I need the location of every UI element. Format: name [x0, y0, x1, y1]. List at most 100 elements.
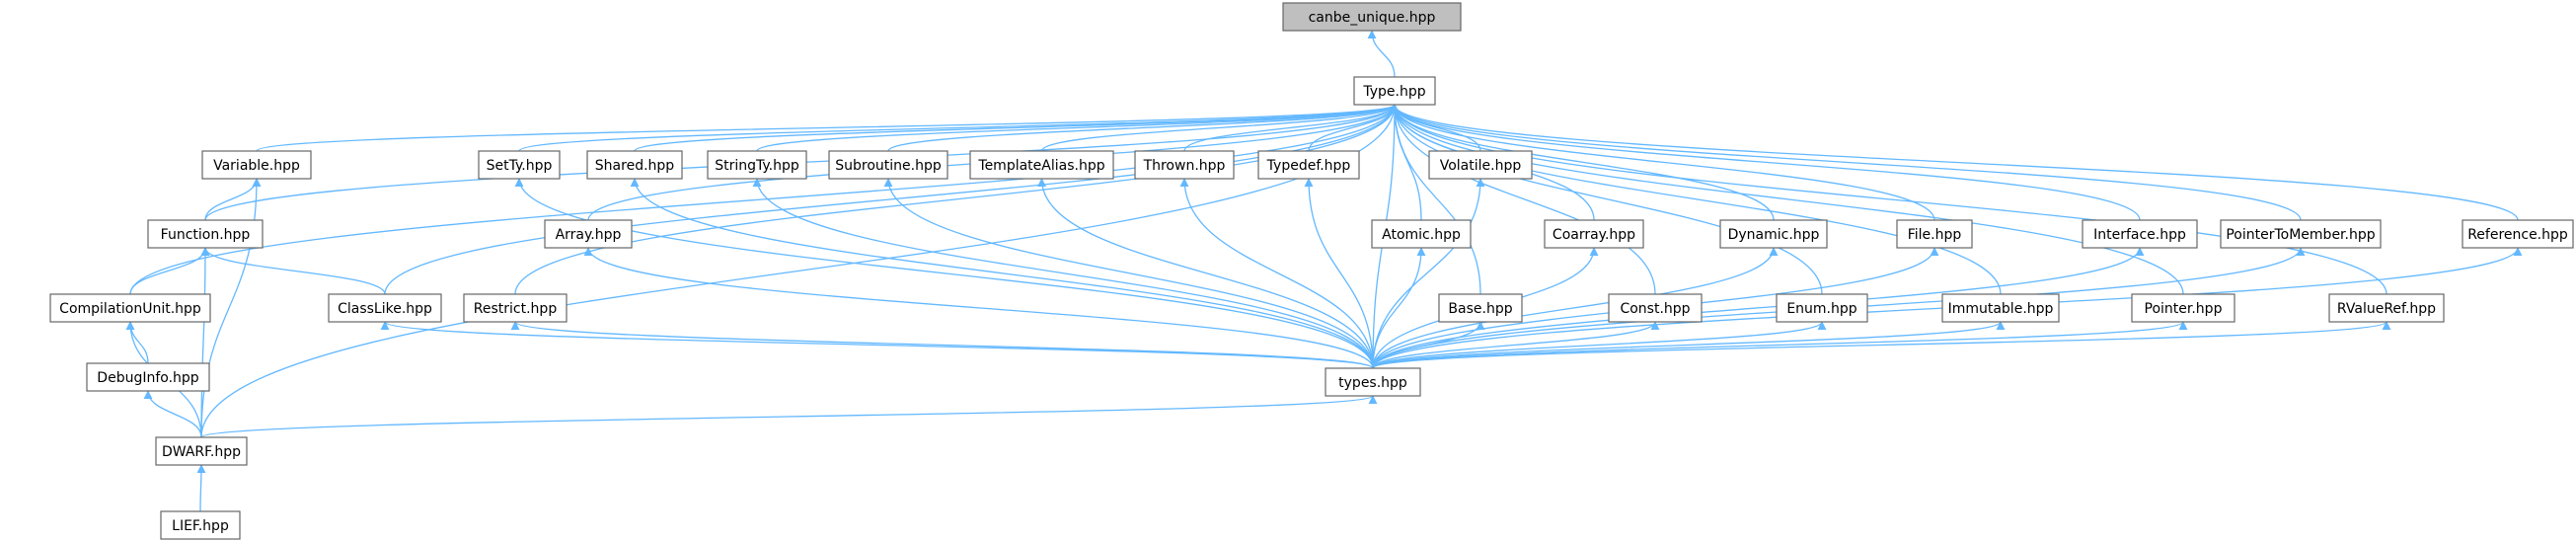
- node-label: Array.hpp: [556, 227, 622, 243]
- edge-dynamic-to-type: [1390, 104, 1775, 221]
- node-volatile[interactable]: Volatile.hpp: [1428, 150, 1533, 180]
- node-string-ty[interactable]: StringTy.hpp: [707, 150, 807, 180]
- node-set-ty[interactable]: SetTy.hpp: [478, 150, 561, 180]
- edge-interface-to-type: [1390, 104, 2141, 221]
- node-restrict[interactable]: Restrict.hpp: [463, 293, 568, 323]
- node-box: [1353, 76, 1436, 106]
- node-label: CompilationUnit.hpp: [59, 301, 201, 317]
- node-box: [1282, 2, 1462, 32]
- node-pointer-to-member[interactable]: PointerToMember.hpp: [2220, 219, 2382, 249]
- node-label: Base.hpp: [1448, 301, 1512, 317]
- edge-types-to-base: [1372, 321, 1485, 369]
- node-debug-info[interactable]: DebugInfo.hpp: [86, 362, 210, 392]
- node-label: canbe_unique.hpp: [1309, 10, 1436, 26]
- edge-thrown-to-type: [1183, 104, 1400, 152]
- node-label: Immutable.hpp: [1948, 301, 2054, 317]
- node-template-alias[interactable]: TemplateAlias.hpp: [969, 150, 1114, 180]
- edge-shared-to-type: [634, 104, 1400, 152]
- edge-base-to-type: [1390, 104, 1481, 295]
- node-canbe-unique: canbe_unique.hpp: [1282, 2, 1462, 32]
- node-coarray[interactable]: Coarray.hpp: [1544, 219, 1644, 249]
- node-immutable[interactable]: Immutable.hpp: [1941, 293, 2060, 323]
- node-label: Dynamic.hpp: [1728, 227, 1820, 243]
- node-interface[interactable]: Interface.hpp: [2082, 219, 2198, 249]
- edge-reference-to-type: [1390, 104, 2519, 221]
- node-enum[interactable]: Enum.hpp: [1776, 293, 1868, 323]
- edge-types-to-shared: [630, 178, 1374, 369]
- node-variable[interactable]: Variable.hpp: [201, 150, 312, 180]
- node-reference[interactable]: Reference.hpp: [2462, 219, 2574, 249]
- node-types[interactable]: types.hpp: [1325, 367, 1421, 397]
- node-function[interactable]: Function.hpp: [147, 219, 264, 249]
- edge-types-to-rvalue-ref: [1372, 321, 2391, 369]
- edge-lief-to-dwarf: [196, 464, 206, 512]
- node-box: [1544, 219, 1644, 249]
- node-label: Subroutine.hpp: [835, 158, 942, 174]
- node-lief[interactable]: LIEF.hpp: [160, 510, 241, 540]
- node-box: [2462, 219, 2574, 249]
- node-typedef[interactable]: Typedef.hpp: [1257, 150, 1360, 180]
- node-type[interactable]: Type.hpp: [1353, 76, 1436, 106]
- edge-dwarf-to-debug-info: [143, 390, 202, 438]
- edge-types-to-dynamic: [1372, 247, 1779, 369]
- node-box: [160, 510, 241, 540]
- edge-rvalue-ref-to-type: [1390, 104, 2387, 295]
- node-box: [1719, 219, 1828, 249]
- edge-types-to-interface: [1372, 247, 2145, 369]
- edge-types-to-template-alias: [1037, 178, 1374, 369]
- node-base[interactable]: Base.hpp: [1438, 293, 1523, 323]
- edge-pointer-to-type: [1390, 104, 2184, 295]
- edge-enum-to-type: [1390, 104, 1823, 295]
- node-label: Function.hpp: [161, 227, 251, 243]
- node-box: [463, 293, 568, 323]
- edge-class-like-to-type: [384, 104, 1400, 295]
- edge-types-to-enum: [1372, 321, 1827, 369]
- node-label: DebugInfo.hpp: [97, 370, 199, 386]
- edges-layer: [125, 30, 2523, 512]
- edge-debug-info-to-compilation-unit: [125, 321, 149, 364]
- node-dynamic[interactable]: Dynamic.hpp: [1719, 219, 1828, 249]
- node-box: [1325, 367, 1421, 397]
- node-box: [1896, 219, 1973, 249]
- node-box: [2131, 293, 2235, 323]
- node-box: [707, 150, 807, 180]
- node-label: PointerToMember.hpp: [2226, 227, 2375, 243]
- edge-types-to-string-ty: [752, 178, 1374, 369]
- edge-set-ty-to-type: [518, 104, 1400, 152]
- edge-compilation-unit-to-type: [129, 104, 1400, 295]
- node-box: [1776, 293, 1868, 323]
- node-label: Restrict.hpp: [474, 301, 558, 317]
- node-box: [1608, 293, 1703, 323]
- node-thrown[interactable]: Thrown.hpp: [1134, 150, 1235, 180]
- edge-immutable-to-type: [1390, 104, 2002, 295]
- node-subroutine[interactable]: Subroutine.hpp: [828, 150, 948, 180]
- node-compilation-unit[interactable]: CompilationUnit.hpp: [49, 293, 211, 323]
- node-const[interactable]: Const.hpp: [1608, 293, 1703, 323]
- node-class-like[interactable]: ClassLike.hpp: [328, 293, 442, 323]
- edge-types-to-atomic: [1372, 247, 1426, 369]
- node-box: [1134, 150, 1235, 180]
- node-label: StringTy.hpp: [715, 158, 799, 174]
- node-box: [155, 436, 248, 466]
- edge-types-to-immutable: [1372, 321, 2006, 369]
- edge-type-to-canbe-unique: [1367, 30, 1396, 78]
- edge-types-to-thrown: [1179, 178, 1374, 369]
- node-pointer[interactable]: Pointer.hpp: [2131, 293, 2235, 323]
- edge-restrict-to-type: [514, 104, 1400, 295]
- node-dwarf[interactable]: DWARF.hpp: [155, 436, 248, 466]
- edge-types-to-const: [1372, 321, 1660, 369]
- node-label: Pointer.hpp: [2145, 301, 2223, 317]
- edge-variable-to-type: [256, 104, 1400, 152]
- node-box: [1941, 293, 2060, 323]
- node-shared[interactable]: Shared.hpp: [586, 150, 683, 180]
- node-label: Atomic.hpp: [1382, 227, 1461, 243]
- node-box: [1371, 219, 1472, 249]
- node-rvalue-ref[interactable]: RValueRef.hpp: [2328, 293, 2445, 323]
- node-array[interactable]: Array.hpp: [544, 219, 633, 249]
- node-box: [586, 150, 683, 180]
- node-file[interactable]: File.hpp: [1896, 219, 1973, 249]
- node-atomic[interactable]: Atomic.hpp: [1371, 219, 1472, 249]
- edge-types-to-typedef: [1304, 178, 1374, 369]
- node-box: [2328, 293, 2445, 323]
- node-box: [201, 150, 312, 180]
